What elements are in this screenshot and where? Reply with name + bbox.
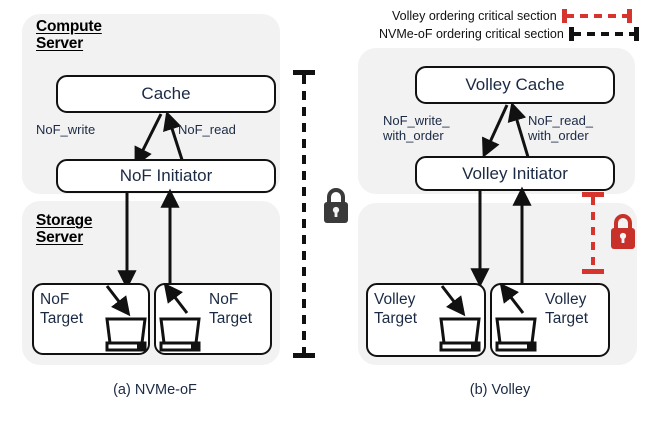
arrow-into-target-b-1 xyxy=(440,285,466,317)
label-nof-read-with-order: NoF_read_ with_order xyxy=(528,113,594,143)
critical-section-bar-volley xyxy=(582,192,604,274)
caption-b: (b) Volley xyxy=(469,382,531,398)
arrow-out-of-target-b-2 xyxy=(499,282,525,314)
critical-section-bar-nvmeof-bottom-cap xyxy=(293,353,315,358)
disk-drive-icon-a-1 xyxy=(105,317,147,352)
box-volley-cache-label: Volley Cache xyxy=(465,75,565,94)
panel-storage-server-a-label: Storage Server xyxy=(36,212,93,246)
label-nof-read-a: NoF_read xyxy=(178,122,236,137)
legend-item-volley-label: Volley ordering critical section xyxy=(392,9,557,23)
disk-drive-icon-b-2 xyxy=(495,317,537,352)
box-nof-initiator-a: NoF Initiator xyxy=(56,159,276,193)
arrow-into-target-a-1 xyxy=(105,285,131,317)
legend-marker-nvmeof-dash xyxy=(572,32,635,36)
arrow-out-of-target-a-2 xyxy=(163,282,189,314)
box-volley-initiator-label: Volley Initiator xyxy=(462,163,568,183)
box-nof-target-a-1-label: NoF Target xyxy=(40,291,84,327)
legend-marker-nvmeof xyxy=(568,27,639,41)
box-volley-initiator: Volley Initiator xyxy=(415,156,615,191)
disk-drive-icon-b-1 xyxy=(439,317,481,352)
box-nof-target-a-2-label: NoF Target xyxy=(209,291,253,327)
legend-marker-volley-left-cap xyxy=(561,9,567,23)
box-cache-a: Cache xyxy=(56,75,276,113)
box-cache-a-label: Cache xyxy=(141,84,191,103)
edges-cache-initiator-b xyxy=(482,101,530,158)
legend-marker-nvmeof-left-cap xyxy=(568,27,574,41)
disk-drive-icon-a-2 xyxy=(159,317,201,352)
edges-cache-initiator-a xyxy=(134,110,186,167)
legend-item-nvmeof: NVMe-oF ordering critical section xyxy=(379,27,639,41)
legend-marker-nvmeof-right-cap xyxy=(633,27,639,41)
legend-item-volley: Volley ordering critical section xyxy=(392,9,632,23)
critical-section-bar-nvmeof-stem xyxy=(302,75,306,353)
critical-section-bar-nvmeof-top-cap xyxy=(293,70,315,75)
critical-section-bar-volley-top-cap xyxy=(582,192,604,197)
critical-section-bar-nvmeof xyxy=(293,70,315,358)
caption-a: (a) NVMe-oF xyxy=(113,382,197,398)
box-nof-initiator-a-label: NoF Initiator xyxy=(119,166,213,185)
panel-compute-server-a-label: Compute Server xyxy=(36,18,102,52)
box-volley-target-1-label: Volley Target xyxy=(374,291,418,327)
label-nof-write-a: NoF_write xyxy=(36,122,96,137)
legend-marker-volley xyxy=(561,9,632,23)
box-volley-target-2-label: Volley Target xyxy=(545,291,589,327)
closed-padlock-icon-volley xyxy=(611,214,635,249)
critical-section-bar-volley-bottom-cap xyxy=(582,269,604,274)
closed-padlock-icon-nvmeof xyxy=(324,188,348,223)
legend-marker-volley-dash xyxy=(565,14,628,18)
critical-section-bar-volley-stem xyxy=(591,197,595,269)
legend-item-nvmeof-label: NVMe-oF ordering critical section xyxy=(379,27,564,41)
edges-initiator-targets-a xyxy=(117,188,180,290)
edges-initiator-targets-b xyxy=(470,186,532,288)
legend-marker-volley-right-cap xyxy=(626,9,632,23)
box-volley-cache: Volley Cache xyxy=(415,66,615,104)
label-nof-write-with-order: NoF_write_ with_order xyxy=(383,113,450,143)
